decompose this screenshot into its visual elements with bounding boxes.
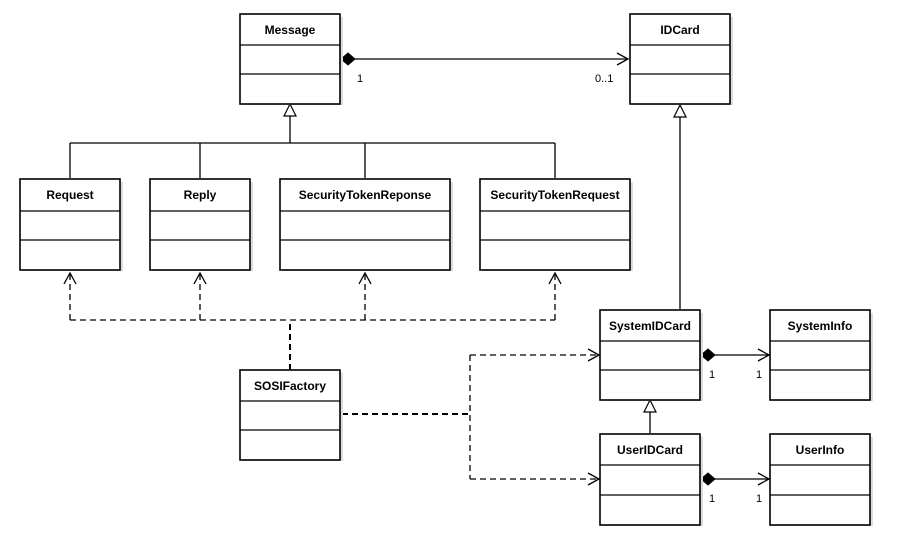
dependency-sosifactory-idcards <box>342 348 601 486</box>
class-user-info[interactable]: UserInfo <box>769 433 873 526</box>
class-name: IDCard <box>660 23 699 37</box>
class-name: UserInfo <box>796 443 845 457</box>
class-message[interactable]: Message <box>239 13 343 105</box>
class-security-token-request[interactable]: SecurityTokenRequest <box>479 178 633 271</box>
class-name: SystemIDCard <box>609 319 691 333</box>
navigation-arrowhead <box>616 52 630 66</box>
dependency-arrowhead <box>63 271 77 285</box>
class-system-info[interactable]: SystemInfo <box>769 309 873 401</box>
inheritance-triangle <box>643 398 657 413</box>
dependency-arrowhead <box>587 348 601 362</box>
class-user-idcard[interactable]: UserIDCard <box>599 433 703 526</box>
class-idcard[interactable]: IDCard <box>629 13 733 105</box>
multiplicity-target: 0..1 <box>595 73 613 85</box>
composition-message-idcard: 1 0..1 <box>340 52 630 85</box>
class-name: SecurityTokenReponse <box>299 188 432 202</box>
composition-useridcard-userinfo: 1 1 <box>700 472 771 505</box>
composition-diamond <box>340 52 356 66</box>
class-system-idcard[interactable]: SystemIDCard <box>599 309 703 401</box>
dependency-arrowhead <box>193 271 207 285</box>
generalization-systemidcard-idcard <box>673 103 687 309</box>
multiplicity-target: 1 <box>756 369 762 381</box>
dependency-arrowhead <box>587 472 601 486</box>
class-sosi-factory[interactable]: SOSIFactory <box>239 369 343 461</box>
navigation-arrowhead <box>757 472 771 486</box>
class-name: Message <box>265 23 316 37</box>
inheritance-triangle <box>673 103 687 118</box>
composition-diamond <box>700 348 716 362</box>
class-name: UserIDCard <box>617 443 683 457</box>
class-security-token-reponse[interactable]: SecurityTokenReponse <box>279 178 453 271</box>
multiplicity-source: 1 <box>357 73 363 85</box>
class-name: Reply <box>184 188 217 202</box>
dependency-arrowhead <box>548 271 562 285</box>
inheritance-triangle <box>283 102 297 117</box>
composition-diamond <box>700 472 716 486</box>
generalization-useridcard-systemidcard <box>643 398 657 433</box>
class-request[interactable]: Request <box>19 178 123 271</box>
class-name: SOSIFactory <box>254 379 326 393</box>
class-reply[interactable]: Reply <box>149 178 253 271</box>
composition-systemidcard-systeminfo: 1 1 <box>700 348 771 381</box>
dependency-sosifactory-messages <box>63 271 562 370</box>
class-name: SecurityTokenRequest <box>490 188 619 202</box>
dependency-arrowhead <box>358 271 372 285</box>
class-name: SystemInfo <box>788 319 853 333</box>
multiplicity-source: 1 <box>709 369 715 381</box>
generalization-to-message <box>69 102 556 178</box>
navigation-arrowhead <box>757 348 771 362</box>
class-name: Request <box>46 188 93 202</box>
multiplicity-target: 1 <box>756 493 762 505</box>
multiplicity-source: 1 <box>709 493 715 505</box>
